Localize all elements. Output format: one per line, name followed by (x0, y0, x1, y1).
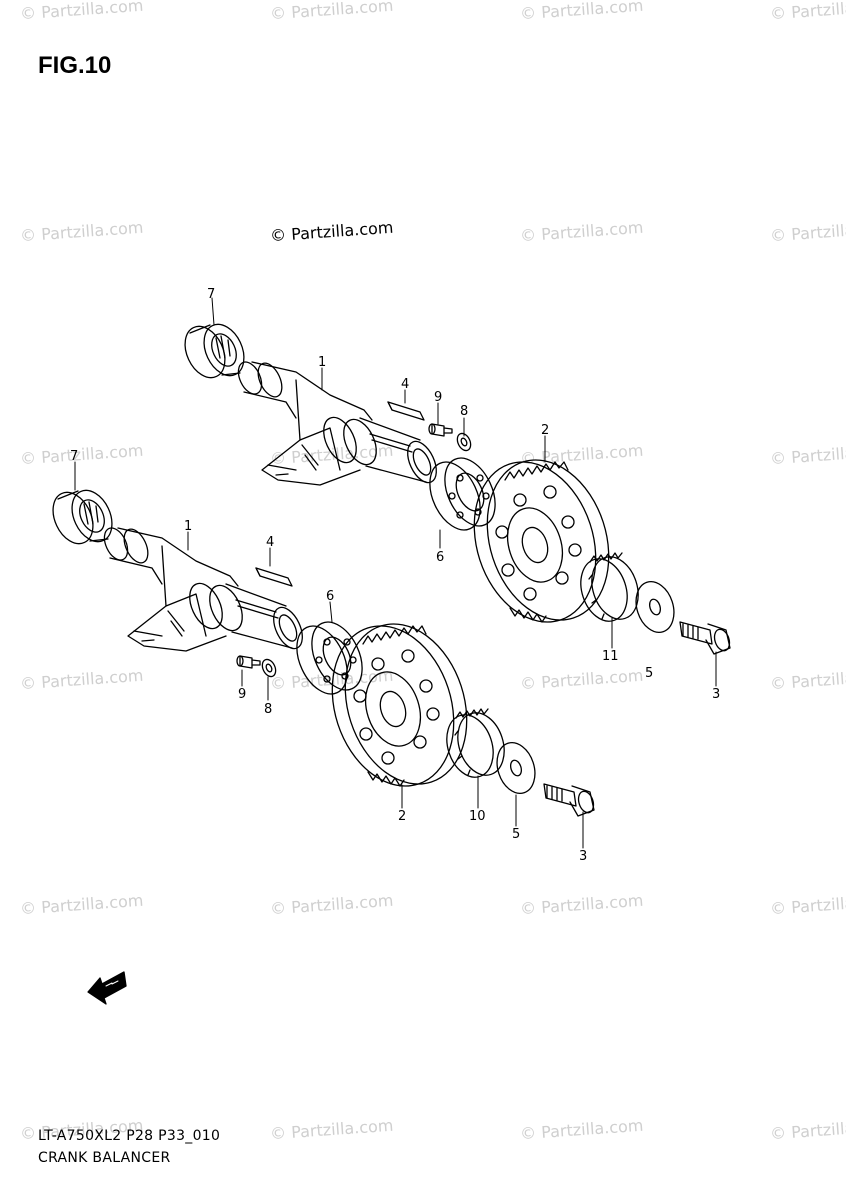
gear-2-upper (473, 459, 610, 623)
bolt-3-lower (543, 783, 595, 817)
footer-name: CRANK BALANCER (38, 1150, 171, 1166)
bolt-9-lower (236, 655, 261, 669)
gear-2-lower (331, 623, 468, 787)
callout-11-upper: 11 (602, 649, 619, 664)
callout-1-lower: 1 (184, 519, 192, 534)
callout-1-upper: 1 (318, 355, 326, 370)
callout-5-lower: 5 (512, 827, 520, 842)
washer-5-lower (496, 742, 536, 794)
callout-2-lower: 2 (398, 809, 406, 824)
callout-2-upper: 2 (541, 423, 549, 438)
bearing-7-upper (184, 323, 245, 379)
callout-8-lower: 8 (264, 702, 272, 717)
bearing-6-lower (296, 621, 363, 695)
callout-4-upper: 4 (401, 377, 409, 392)
washer-8-upper (456, 432, 472, 452)
callout-9-lower: 9 (238, 687, 246, 702)
key-4-lower (255, 567, 293, 587)
key-4-upper (387, 401, 425, 421)
balancer-shaft-1-lower (103, 527, 303, 652)
callout-10-lower: 10 (469, 809, 486, 824)
leader-lines (74, 297, 717, 849)
washer-5-upper (635, 581, 675, 633)
fwd-arrow-icon (87, 971, 127, 1005)
washer-8-lower (261, 658, 277, 678)
callout-3-lower: 3 (579, 849, 587, 864)
callout-6-lower: 6 (326, 589, 334, 604)
callout-6-upper: 6 (436, 550, 444, 565)
figure-title: FIG.10 (38, 52, 112, 79)
bolt-3-upper (679, 621, 731, 655)
callout-7-upper: 7 (207, 287, 215, 302)
balancer-shaft-1-upper (237, 361, 437, 486)
gear-10-lower (446, 708, 505, 778)
callout-4-lower: 4 (266, 535, 274, 550)
callout-5-upper: 5 (645, 666, 653, 681)
callout-8-upper: 8 (460, 404, 468, 419)
gear-11-upper (580, 552, 639, 622)
callout-7-lower: 7 (70, 449, 78, 464)
callout-9-upper: 9 (434, 390, 442, 405)
bearing-6-upper (429, 457, 496, 531)
footer-code: LT-A750XL2 P28 P33_010 (38, 1128, 221, 1144)
callout-3-upper: 3 (712, 687, 720, 702)
bolt-9-upper (428, 423, 453, 437)
bearing-7-lower (52, 489, 113, 545)
